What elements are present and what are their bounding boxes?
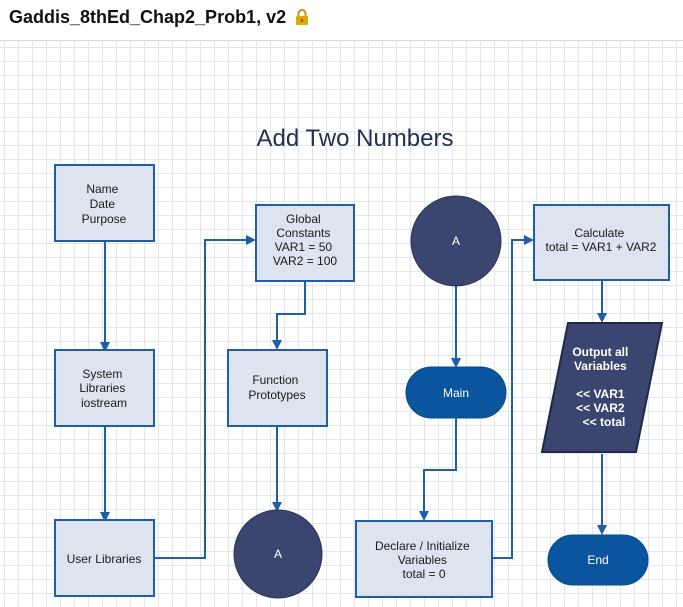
svg-text:A: A xyxy=(274,547,282,561)
process-global-constants[interactable]: Global Constants VAR1 = 50 VAR2 = 100 xyxy=(255,204,355,282)
node-line: Calculate xyxy=(574,226,624,240)
process-function-prototypes[interactable]: Function Prototypes xyxy=(227,349,328,427)
node-line: VAR1 = 50 xyxy=(275,240,333,254)
node-line: Date xyxy=(90,197,116,211)
arrow-declare-to-calculate xyxy=(492,235,534,559)
flowchart: Add Two Numbers Name Date Purpose xyxy=(54,125,670,599)
svg-text:System Libraries: System Libraries iostream xyxy=(79,367,128,410)
connector-a-bottom[interactable]: A xyxy=(233,509,323,599)
svg-text:Main: Main xyxy=(443,386,469,400)
svg-text:Global Constants: Global Constants VAR1 = 50 VAR2 = 100 xyxy=(273,212,337,268)
svg-text:A: A xyxy=(452,234,460,248)
node-line: Variables xyxy=(398,553,447,567)
arrow-global-to-prototypes xyxy=(272,281,306,350)
node-line: total = 0 xyxy=(402,567,445,581)
node-line: Constants xyxy=(276,226,330,240)
io-output-variables[interactable]: Output all Variables << VAR1 << VAR2 << … xyxy=(540,322,664,453)
node-line: << VAR1 xyxy=(576,387,625,401)
node-line: Prototypes xyxy=(248,388,305,402)
svg-text:Function Prototypes: Function Prototypes xyxy=(248,373,305,402)
arrow-user-to-global xyxy=(155,235,256,559)
svg-text:Declare / Initialize V: Declare / Initialize Variables total = 0 xyxy=(375,539,473,581)
flow-arrows xyxy=(100,235,607,559)
process-header-block[interactable]: Name Date Purpose xyxy=(54,164,155,242)
node-line: total = VAR1 + VAR2 xyxy=(546,240,657,254)
node-line: Declare / Initialize xyxy=(375,539,470,553)
arrow-main-to-declare xyxy=(419,418,457,521)
terminal-end[interactable]: End xyxy=(547,534,649,586)
diagram-canvas[interactable]: Add Two Numbers Name Date Purpose xyxy=(0,41,683,607)
node-line: Output all xyxy=(572,345,628,359)
svg-text:End: End xyxy=(587,553,608,567)
node-line: Main xyxy=(443,386,469,400)
node-line: VAR2 = 100 xyxy=(273,254,337,268)
node-line: End xyxy=(587,553,608,567)
document-title-text: Gaddis_8thEd_Chap2_Prob1, v2 xyxy=(9,7,287,27)
node-line: Global xyxy=(286,212,321,226)
node-line: User Libraries xyxy=(67,552,142,566)
node-line: Function xyxy=(252,373,298,387)
node-line: Purpose xyxy=(82,212,127,226)
node-line: iostream xyxy=(81,396,127,410)
lock-icon[interactable] xyxy=(295,9,309,25)
node-line: Name xyxy=(86,182,118,196)
process-system-libraries[interactable]: System Libraries iostream xyxy=(54,349,155,427)
svg-text:Calculate total = VAR1: Calculate total = VAR1 + VAR2 xyxy=(546,226,657,254)
svg-text:User Libraries: User Libraries xyxy=(67,552,142,566)
node-line: System xyxy=(82,367,122,381)
node-line: << VAR2 xyxy=(576,401,625,415)
node-line: A xyxy=(274,547,282,561)
svg-text:Name Date Purp: Name Date Purpose xyxy=(82,182,127,226)
node-line: Libraries xyxy=(79,381,125,395)
connector-a-top[interactable]: A xyxy=(410,195,502,287)
document-title: Gaddis_8thEd_Chap2_Prob1, v2 xyxy=(9,7,309,28)
node-line: A xyxy=(452,234,460,248)
process-calculate[interactable]: Calculate total = VAR1 + VAR2 xyxy=(533,204,670,281)
terminal-main[interactable]: Main xyxy=(405,366,507,419)
diagram-title: Add Two Numbers xyxy=(257,125,454,152)
process-user-libraries[interactable]: User Libraries xyxy=(54,519,155,597)
svg-text:Output all Variables: Output all Variables << VAR1 << VAR2 << … xyxy=(572,345,631,429)
document-header: Gaddis_8thEd_Chap2_Prob1, v2 xyxy=(0,0,683,41)
process-declare-variables[interactable]: Declare / Initialize Variables total = 0 xyxy=(355,520,493,598)
node-line: << total xyxy=(583,415,626,429)
node-line: Variables xyxy=(574,359,627,373)
